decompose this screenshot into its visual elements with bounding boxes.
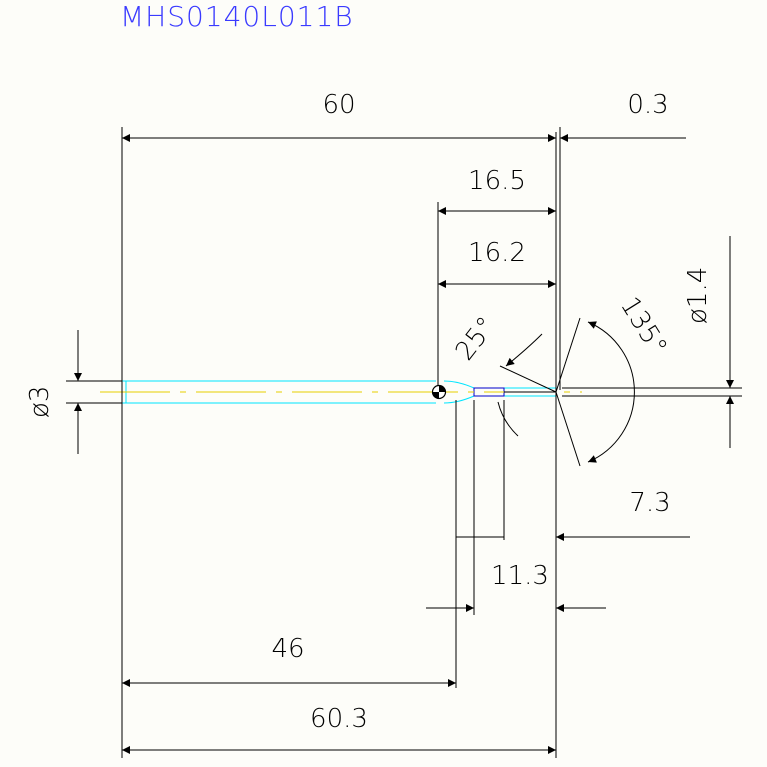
dim-text-angle-25: 25° — [450, 312, 502, 367]
dim-text-dia-1-4: ø1.4 — [683, 267, 713, 324]
dim-text-60: 60 — [322, 90, 355, 120]
dim-text-60-3: 60.3 — [310, 704, 368, 734]
angle-25-dimension — [497, 333, 557, 437]
dim-text-angle-135: 135° — [614, 292, 673, 361]
part-number-title: MHS0140L011B — [120, 0, 354, 33]
dim-text-7-3: 7.3 — [629, 488, 670, 518]
angle-135-dimension — [555, 317, 635, 467]
datum-marker-icon — [431, 384, 447, 400]
dim-text-dia-3: ø3 — [25, 386, 55, 418]
dim-text-16-5: 16.5 — [468, 166, 526, 196]
dim-text-11-3: 11.3 — [491, 561, 549, 591]
extension-lines — [66, 127, 742, 758]
dim-text-46: 46 — [271, 634, 304, 664]
dim-text-0-3: 0.3 — [627, 90, 668, 120]
dimension-lines — [74, 134, 734, 754]
dim-text-16-2: 16.2 — [468, 238, 526, 268]
